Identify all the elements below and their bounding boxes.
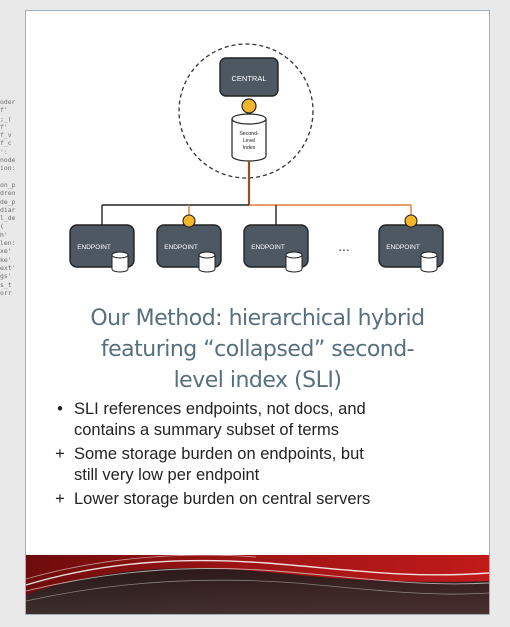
code-line: h' [0, 230, 8, 239]
central-boundary-circle [178, 43, 314, 179]
central-server-node [219, 57, 279, 97]
bullet-line: still very low per endpoint [74, 466, 260, 484]
code-line: de_p [0, 197, 16, 206]
slide-heading: Our Method: hierarchical hybrid featurin… [26, 303, 489, 396]
code-line: ke' [0, 255, 12, 264]
code-line: ext' [0, 263, 16, 272]
code-line: dren [0, 189, 16, 198]
central-indicator-dot [241, 98, 257, 114]
heading-line-2: featuring “collapsed” second- [100, 337, 415, 362]
code-line: oder [0, 98, 16, 106]
central-server-label: CENTRAL [231, 74, 266, 83]
code-line: node [0, 156, 16, 165]
code-line: orr [0, 288, 12, 297]
sli-label-line-3: Index [243, 145, 256, 151]
endpoint-node-1 [69, 224, 135, 273]
code-line: gs' [0, 272, 12, 281]
endpoint-node-4 [378, 214, 444, 273]
architecture-diagram: CENTRAL Second- Level Index ENDPOINT [69, 43, 444, 273]
endpoint-ellipsis: ... [338, 238, 350, 254]
code-line: f' [0, 106, 8, 115]
code-line: f' [0, 122, 8, 131]
code-line: f_c [0, 139, 12, 148]
code-line: xe' [0, 247, 12, 256]
bullet-list: • SLI references endpoints, not docs, an… [50, 399, 489, 513]
sli-cylinder-icon [231, 113, 267, 162]
presentation-slide: CENTRAL Second- Level Index ENDPOINT [25, 10, 490, 615]
bullet-item: • SLI references endpoints, not docs, an… [50, 399, 489, 441]
code-line: on_p [0, 180, 16, 189]
heading-line-1: Our Method: hierarchical hybrid [90, 306, 425, 331]
code-line: ( [0, 222, 4, 231]
red-swoosh-banner [26, 555, 489, 614]
endpoint-node-3 [243, 224, 309, 273]
code-line: l_de [0, 214, 16, 223]
code-line: ;_( [0, 114, 12, 123]
sli-label-line-2: Level [243, 138, 255, 144]
endpoint-label-3: ENDPOINT [251, 244, 285, 251]
endpoint-label-4: ENDPOINT [386, 244, 420, 251]
sli-label-line-1: Second- [239, 131, 259, 137]
bullet-item: + Some storage burden on endpoints, but … [50, 444, 489, 486]
endpoint-label-1: ENDPOINT [77, 244, 111, 251]
bullet-marker: + [55, 445, 65, 463]
bullet-item: + Lower storage burden on central server… [50, 489, 489, 510]
code-line: ion: [0, 164, 16, 173]
bullet-line: Lower storage burden on central servers [74, 490, 371, 508]
bullet-marker: • [57, 400, 63, 418]
bullet-line: Some storage burden on endpoints, but [74, 445, 364, 463]
bullet-line: SLI references endpoints, not docs, and [74, 400, 366, 418]
endpoint-node-2 [156, 214, 222, 273]
code-line: len: [0, 239, 16, 248]
code-line: diar [0, 205, 16, 214]
endpoint-label-2: ENDPOINT [164, 244, 198, 251]
code-line: f_v [0, 131, 12, 140]
code-line: ': [0, 147, 8, 156]
code-line: s_t [0, 280, 12, 289]
bullet-line: contains a summary subset of terms [74, 421, 340, 439]
bullet-marker: + [55, 490, 65, 508]
heading-line-3: level index (SLI) [173, 368, 342, 393]
